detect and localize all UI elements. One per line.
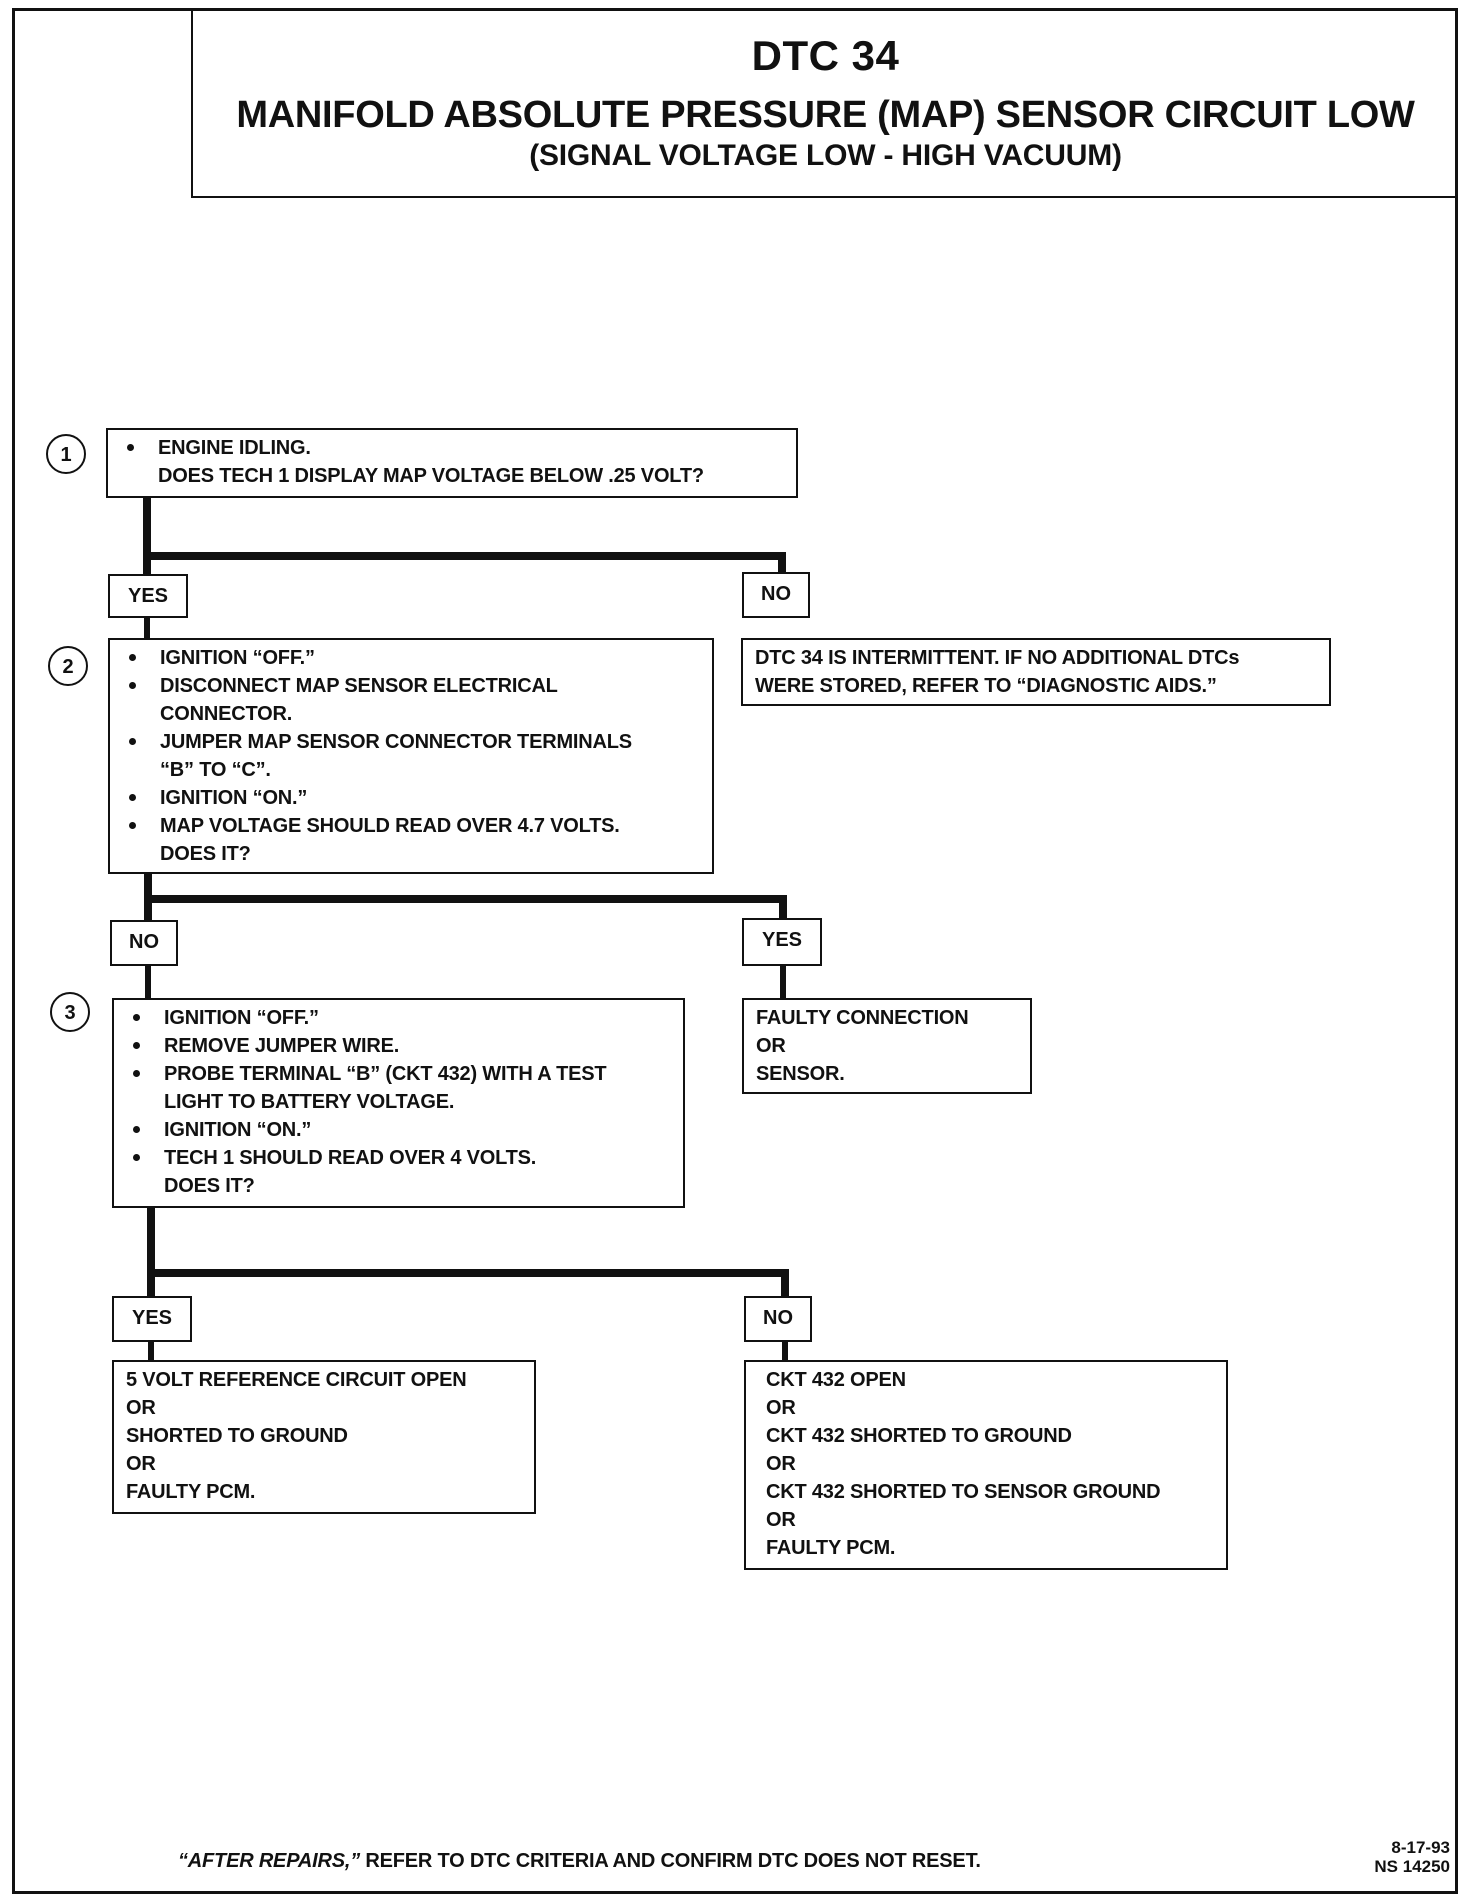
step-1-yes-label: YES [108,574,188,618]
step-3-no-label: NO [744,1296,812,1342]
step-number-2: 2 [48,646,88,686]
wire-2-horizontal [144,895,787,903]
result-ckt432-line-5: CKT 432 SHORTED TO SENSOR GROUND [766,1481,1161,1503]
step-3-bullet-5: TECH 1 SHOULD READ OVER 4 VOLTS. [126,1144,671,1172]
footer-note-emphasis: “AFTER REPAIRS,” [178,1850,360,1872]
result-ckt432-line-6: OR [766,1509,796,1531]
result-ckt432-line-7: FAULTY PCM. [766,1537,896,1559]
dtc-code: DTC 34 [751,32,900,79]
result-ckt432-line-3: CKT 432 SHORTED TO GROUND [766,1425,1072,1447]
wire-3-horizontal [147,1269,789,1277]
step-number-1: 1 [46,434,86,474]
dtc-title: MANIFOLD ABSOLUTE PRESSURE (MAP) SENSOR … [236,94,1415,136]
result-intermittent-box: DTC 34 IS INTERMITTENT. IF NO ADDITIONAL… [741,638,1331,706]
step-2-continuation-2: “B” TO “C”. [160,759,271,781]
result-ckt432-line-1: CKT 432 OPEN [766,1369,906,1391]
wire-1-horizontal [143,552,786,560]
wire-3-right [781,1269,789,1303]
result-faulty-connection-line-2: OR [756,1035,786,1057]
wire-3-no-to-result [782,1342,788,1362]
footer-date: 8-17-93 [1391,1838,1450,1857]
result-faulty-connection-box: FAULTY CONNECTION OR SENSOR. [742,998,1032,1094]
wire-1-yes-to-2 [144,618,150,640]
step-2-bullet-5: MAP VOLTAGE SHOULD READ OVER 4.7 VOLTS. [122,812,700,840]
step-3-bullet-3: PROBE TERMINAL “B” (CKT 432) WITH A TEST [126,1060,671,1088]
step-3-bullet-4: IGNITION “ON.” [126,1116,671,1144]
result-reference-line-3: SHORTED TO GROUND [126,1425,348,1447]
step-3-yes-label: YES [112,1296,192,1342]
result-faulty-connection-line-3: SENSOR. [756,1063,845,1085]
wire-1-right [778,552,786,580]
result-intermittent-line-2: WERE STORED, REFER TO “DIAGNOSTIC AIDS.” [755,675,1217,697]
step-3-bullet-2: REMOVE JUMPER WIRE. [126,1032,671,1060]
step-number-3: 3 [50,992,90,1032]
result-reference-line-5: FAULTY PCM. [126,1481,256,1503]
result-ckt432-box: CKT 432 OPEN OR CKT 432 SHORTED TO GROUN… [744,1360,1228,1570]
step-3-question: DOES IT? [164,1175,255,1197]
result-intermittent-line-1: DTC 34 IS INTERMITTENT. IF NO ADDITIONAL… [755,647,1240,669]
wire-3-down [147,1207,155,1303]
step-3-bullet-1: IGNITION “OFF.” [126,1004,671,1032]
result-faulty-connection-line-1: FAULTY CONNECTION [756,1007,969,1029]
step-1-no-label: NO [742,572,810,618]
step-2-no-label: NO [110,920,178,966]
step-2-bullet-3: JUMPER MAP SENSOR CONNECTOR TERMINALS [122,728,700,756]
step-3-continuation-1: LIGHT TO BATTERY VOLTAGE. [164,1091,455,1113]
page-frame [12,8,1458,1894]
dtc-subtitle: (SIGNAL VOLTAGE LOW - HIGH VACUUM) [529,139,1122,172]
result-reference-line-2: OR [126,1397,156,1419]
result-ckt432-line-2: OR [766,1397,796,1419]
wire-2-right [779,895,787,925]
step-2-box: IGNITION “OFF.” DISCONNECT MAP SENSOR EL… [108,638,714,874]
step-3-box: IGNITION “OFF.” REMOVE JUMPER WIRE. PROB… [112,998,685,1208]
step-1-question: DOES TECH 1 DISPLAY MAP VOLTAGE BELOW .2… [158,465,704,487]
step-2-question: DOES IT? [160,843,251,865]
footer-note-text: REFER TO DTC CRITERIA AND CONFIRM DTC DO… [360,1850,981,1872]
step-2-bullet-2: DISCONNECT MAP SENSOR ELECTRICAL [122,672,700,700]
step-2-continuation-1: CONNECTOR. [160,703,293,725]
step-1-box: ENGINE IDLING. DOES TECH 1 DISPLAY MAP V… [106,428,798,498]
step-2-bullet-1: IGNITION “OFF.” [122,644,700,672]
footer-date-block: 8-17-93 NS 14250 [1340,1838,1450,1876]
wire-2-no-to-3 [145,966,151,1002]
step-2-bullet-4: IGNITION “ON.” [122,784,700,812]
step-1-bullet-1: ENGINE IDLING. [120,434,784,462]
result-ckt432-line-4: OR [766,1453,796,1475]
result-reference-line-1: 5 VOLT REFERENCE CIRCUIT OPEN [126,1369,467,1391]
step-2-yes-label: YES [742,918,822,966]
result-reference-circuit-box: 5 VOLT REFERENCE CIRCUIT OPEN OR SHORTED… [112,1360,536,1514]
wire-2-yes-to-result [780,966,786,1000]
footer-note: “AFTER REPAIRS,” REFER TO DTC CRITERIA A… [178,1850,981,1873]
footer-ref: NS 14250 [1374,1857,1450,1876]
result-reference-line-4: OR [126,1453,156,1475]
title-box: DTC 34 MANIFOLD ABSOLUTE PRESSURE (MAP) … [191,8,1458,198]
wire-3-yes-to-result [148,1342,154,1362]
wire-1-down [143,496,151,580]
